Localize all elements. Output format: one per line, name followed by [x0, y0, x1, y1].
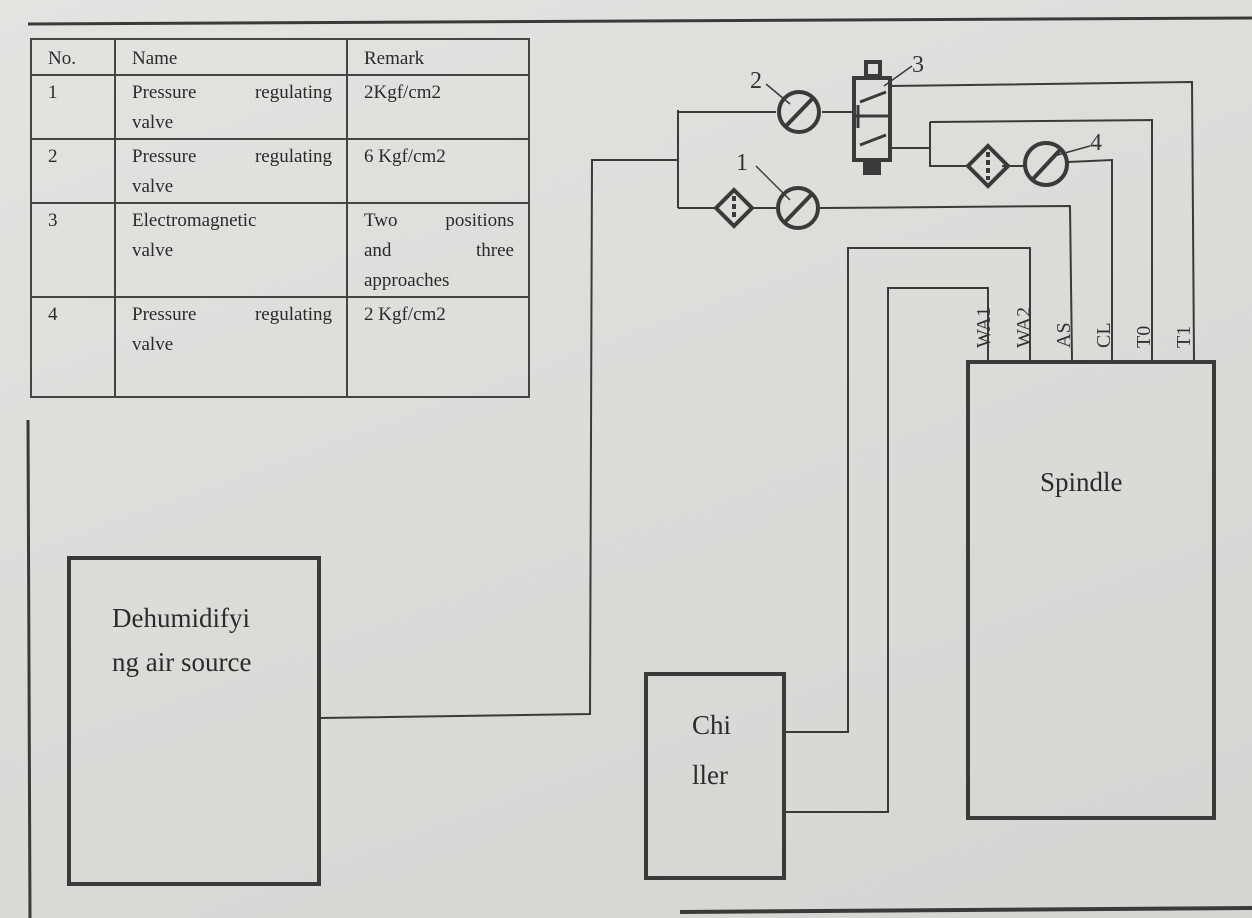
pressure-valve-4-icon — [1023, 141, 1069, 187]
page-left-rule — [26, 419, 32, 918]
table-row: 4 Pressure regulating valve 2 Kgf/cm2 — [30, 296, 530, 398]
header-no: No. — [30, 38, 116, 76]
air-source-box — [67, 556, 321, 886]
callout-4: 4 — [1090, 130, 1102, 156]
callout-3: 3 — [912, 52, 924, 78]
air-source-label: Dehumidifyi ng air source — [112, 596, 251, 684]
remark-line: 2 Kgf/cm2 — [364, 304, 446, 325]
legend-table: No. Name Remark 1 Pressure regulating val… — [30, 38, 530, 398]
name-line: valve — [132, 334, 174, 355]
page-bottom-rule — [679, 906, 1252, 914]
name-word: regulating — [254, 146, 332, 167]
port-label-t0: T0 — [1133, 326, 1155, 348]
cell-name: Pressure regulating valve — [114, 74, 348, 140]
spindle-label: Spindle — [1040, 467, 1123, 497]
pressure-valve-2-icon — [777, 90, 821, 134]
cell-name: Pressure regulating valve — [114, 138, 348, 204]
line-t0 — [929, 118, 1153, 360]
branch-to-filter4 — [929, 122, 968, 167]
callout-1: 1 — [736, 150, 748, 176]
table-row: 2 Pressure regulating valve 6 Kgf/cm2 — [30, 138, 530, 204]
name-word: Pressure — [132, 304, 197, 325]
name-word: Pressure — [132, 146, 197, 167]
cell-remark: 2Kgf/cm2 — [346, 74, 530, 140]
callout-leader-3 — [883, 65, 913, 87]
filter-1-icon — [713, 187, 755, 229]
cell-no: 1 — [30, 74, 116, 140]
cell-name: Electromagnetic valve — [114, 202, 348, 298]
cell-remark: 2 Kgf/cm2 — [346, 296, 530, 398]
callout-leader-1 — [755, 165, 791, 201]
callout-leader-4 — [1053, 145, 1091, 157]
air-source-label-line: Dehumidifyi — [112, 603, 250, 633]
header-remark: Remark — [346, 38, 530, 76]
cell-no: 2 — [30, 138, 116, 204]
remark-line: 2Kgf/cm2 — [364, 82, 442, 103]
spindle-box — [966, 360, 1216, 820]
port-label-t1: T1 — [1173, 326, 1195, 348]
table-header-row: No. Name Remark — [30, 38, 530, 76]
remark-line: 6 Kgf/cm2 — [364, 146, 446, 167]
cell-no: 3 — [30, 202, 116, 298]
line-t1 — [889, 80, 1195, 361]
name-line: valve — [132, 112, 174, 133]
name-word: Pressure — [132, 82, 197, 103]
cell-no: 4 — [30, 296, 116, 398]
cell-remark: 6 Kgf/cm2 — [346, 138, 530, 204]
name-line: valve — [132, 240, 174, 261]
line-wa1 — [784, 287, 989, 813]
port-label-as: AS — [1053, 322, 1075, 348]
name-line: valve — [132, 176, 174, 197]
chiller-label: Chi ller — [692, 700, 731, 800]
pressure-valve-1-icon — [776, 186, 820, 230]
line-cl — [819, 204, 1073, 361]
solenoid-valve-3-icon — [852, 60, 892, 175]
port-label-wa2: WA2 — [1013, 307, 1035, 348]
chiller-label-line: Chi — [692, 710, 732, 740]
callout-leader-2 — [765, 83, 791, 105]
header-name: Name — [114, 38, 348, 76]
port-label-cl: CL — [1093, 322, 1115, 348]
port-label-wa1: WA1 — [973, 307, 995, 348]
air-source-label-line: ng air source — [112, 647, 252, 677]
name-word: regulating — [254, 82, 332, 103]
page-top-rule — [27, 16, 1252, 26]
line-wa2 — [784, 247, 1031, 733]
line-as-t0 — [1067, 158, 1113, 360]
chiller-box — [644, 672, 786, 880]
supply-line — [319, 159, 678, 719]
name-line: Electromagnetic — [132, 210, 257, 231]
name-word: regulating — [254, 304, 332, 325]
callout-2: 2 — [750, 68, 762, 94]
remark-line: approaches — [364, 270, 450, 291]
cell-name: Pressure regulating valve — [114, 296, 348, 398]
table-row: 1 Pressure regulating valve 2Kgf/cm2 — [30, 74, 530, 140]
filter-4-icon — [965, 143, 1011, 189]
chiller-label-line: ller — [692, 760, 728, 790]
